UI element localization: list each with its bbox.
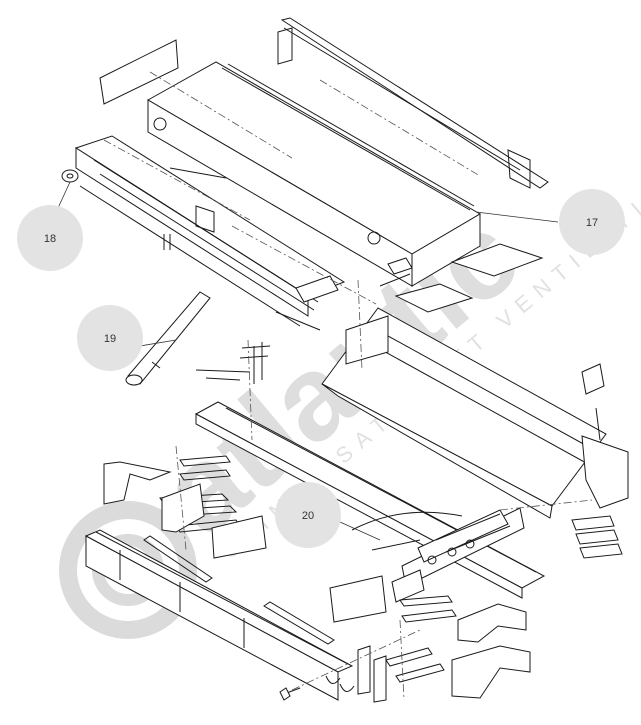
small-pins (195, 311, 321, 384)
callout-17-bubble (559, 189, 625, 255)
alignment-lines (103, 71, 593, 701)
callout-19-leader (139, 339, 177, 347)
bottom-center-plate (329, 575, 387, 623)
callout-18-leader (57, 181, 71, 209)
small-block-right (581, 363, 605, 441)
left-l-bracket (103, 461, 205, 533)
callout-18-label: 18 (44, 233, 56, 245)
part-18-bushing (61, 169, 79, 183)
callout-20: 20 (275, 482, 381, 548)
part-20-burner-assembly (351, 507, 525, 603)
bottom-front-panel (84, 529, 354, 701)
top-rail-strip (277, 17, 549, 189)
bottom-screw (279, 687, 301, 701)
right-trough (321, 307, 629, 519)
top-back-plate (99, 39, 179, 105)
callout-17: 17 (475, 189, 625, 255)
right-plate-upper (450, 243, 544, 277)
top-clip (379, 257, 413, 287)
callout-19-label: 19 (104, 333, 116, 345)
bottom-center-strips (385, 595, 457, 683)
callout-18-bubble (17, 205, 83, 271)
callout-20-bubble (275, 482, 341, 548)
right-plate-lower (394, 283, 474, 313)
callout-20-leader (339, 521, 381, 541)
bottom-hooks (325, 645, 387, 703)
main-casing-box (146, 61, 481, 287)
callout-17-label: 17 (586, 217, 598, 229)
line-art (61, 17, 629, 703)
callout-19-bubble (77, 305, 143, 371)
callout-19: 19 (77, 305, 177, 371)
callout-18: 18 (17, 181, 83, 271)
callout-17-leader (475, 211, 559, 223)
left-flat-plate (211, 515, 267, 559)
right-comb-bracket (571, 515, 623, 559)
left-frame-assembly (74, 135, 346, 327)
right-bottom-feet (451, 603, 531, 699)
callout-20-label: 20 (302, 510, 314, 522)
part-19-rod (125, 291, 211, 386)
bottom-rods (143, 535, 335, 645)
